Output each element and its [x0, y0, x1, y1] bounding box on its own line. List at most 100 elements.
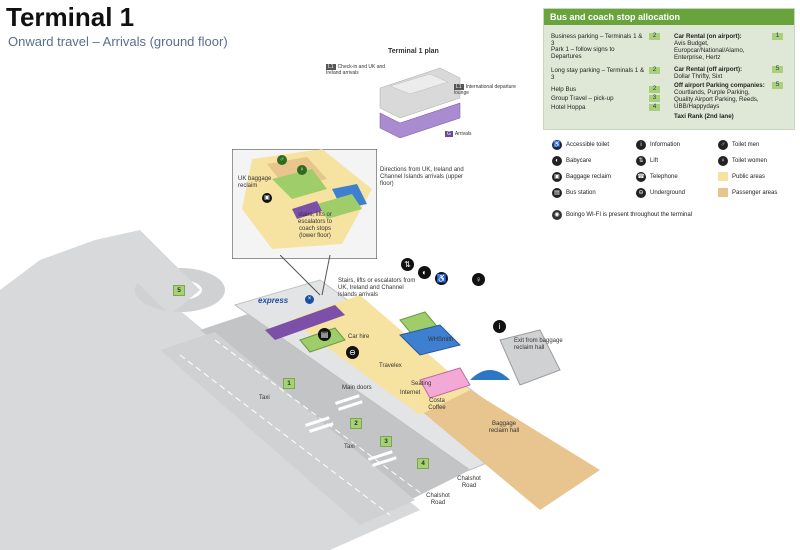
allocation-stop-number: 4	[649, 104, 660, 111]
terminal-map	[0, 230, 600, 550]
allocation-right-entry: Car Rental (on airport):Avis Budget, Eur…	[674, 33, 769, 61]
accessible-toilet-pin-icon: ♿	[435, 272, 448, 285]
chalshot-road-label-2: Chalshot Road	[426, 493, 450, 506]
allocation-stop-number: 5	[772, 82, 783, 89]
upper-floor-inset	[232, 149, 377, 259]
allocation-left-label: Park 1 – follow signs to Departures	[551, 46, 615, 60]
allocation-right-heading: Car Rental (on airport):	[674, 33, 742, 40]
allocation-stop-number: 1	[772, 33, 783, 40]
international-text: International departure lounge	[454, 84, 516, 96]
taxi-label-2: Taxi	[344, 444, 355, 450]
stairs-main-label: Stairs, lifts or escalators from UK, Ire…	[338, 278, 416, 298]
level-badge: L1	[326, 64, 336, 70]
babycare-icon: ◐	[552, 156, 562, 166]
bus-stop-1: 1	[283, 378, 295, 389]
inset-pointer	[280, 255, 331, 296]
legend-label: Toilet women	[732, 158, 768, 164]
passenger-areas-swatch	[718, 188, 728, 197]
whsmith-label: WHSmith	[428, 337, 454, 343]
seating-label: Seating	[411, 381, 432, 387]
legend-label: Babycare	[566, 158, 592, 164]
terminal-plan-diagram	[379, 67, 461, 138]
legend-label: Telephone	[650, 174, 678, 180]
allocation-right-body: Courtlands, Purple Parking, Quality Airp…	[674, 89, 759, 110]
level-badge: G	[445, 131, 453, 137]
lift-pin-icon: ⇅	[401, 258, 414, 271]
legend-label: Toilet men	[732, 142, 760, 148]
level-badge: L1	[454, 84, 464, 90]
allocation-right-body: Dollar Thrifty, Sixt	[674, 73, 723, 80]
inset-directions-label: Directions from UK, Ireland and Channel …	[380, 167, 464, 187]
telephone-icon: ☎	[636, 172, 646, 182]
wifi-icon: ◉	[552, 210, 562, 220]
page-subtitle: Onward travel – Arrivals (ground floor)	[8, 34, 228, 49]
internet-label: Internet	[400, 390, 421, 396]
babycare-pin-icon: ◐	[418, 266, 431, 279]
allocation-left-label: Help Bus	[551, 86, 577, 93]
legend-label: Underground	[650, 190, 686, 196]
allocation-left-label: Long stay parking – Terminals 1 & 3	[551, 67, 645, 81]
allocation-right-heading: Car Rental (off airport):	[674, 66, 743, 73]
underground-icon: ⊖	[636, 188, 646, 198]
public-areas-swatch	[718, 172, 728, 181]
heathrow-express-label: express	[258, 296, 289, 305]
chalshot-road-label-1: Chalshot Road	[457, 476, 481, 489]
allocation-right-heading: Off airport Parking companies:	[674, 82, 765, 89]
bus-stop-4: 4	[417, 458, 429, 469]
accessible-toilet-icon: ♿	[552, 140, 562, 150]
taxi-label-1: Taxi	[259, 395, 270, 401]
allocation-stop-number: 2	[649, 86, 660, 93]
arrivals-text: Arrivals	[454, 131, 472, 137]
allocation-stop-number: 2	[649, 33, 660, 40]
bus-stop-5: 5	[173, 285, 185, 296]
costa-label: Costa Coffee	[428, 398, 446, 411]
legend-label: Bus station	[566, 190, 596, 196]
allocation-right-entry: Car Rental (off airport):Dollar Thrifty,…	[674, 66, 769, 80]
baggage-reclaim-icon: ▣	[552, 172, 562, 182]
allocation-right-entry: Off airport Parking companies:Courtlands…	[674, 82, 769, 110]
checkin-text: Check-in and UK and Ireland arrivals	[326, 64, 386, 76]
toilet-women-icon: ♀	[718, 156, 728, 166]
legend-label: Lift	[650, 158, 659, 164]
legend-label: Public areas	[732, 174, 766, 180]
legend-label: Baggage reclaim	[566, 174, 612, 180]
bus-station-icon: ▤	[552, 188, 562, 198]
information-icon: i	[636, 140, 646, 150]
plan-title: Terminal 1 plan	[388, 48, 439, 55]
allocation-right-body: Avis Budget, Europcar/National/Alamo, En…	[674, 40, 745, 61]
allocation-title: Bus and coach stop allocation	[544, 9, 794, 25]
underground-pin-icon: ⊖	[346, 346, 359, 359]
bus-station-pin-icon: ▤	[318, 328, 331, 341]
page-title: Terminal 1	[6, 2, 135, 32]
allocation-stop-number: 2	[649, 67, 660, 74]
bus-coach-allocation-panel: Bus and coach stop allocation Business p…	[543, 8, 795, 130]
toilet-men-icon: ♂	[718, 140, 728, 150]
bus-stop-2: 2	[350, 418, 362, 429]
bus-stop-3: 3	[380, 436, 392, 447]
allocation-left-label: Hotel Hoppa	[551, 104, 586, 111]
wifi-note: Boingo WI-FI is present throughout the t…	[566, 212, 693, 218]
main-doors-label: Main doors	[342, 385, 372, 391]
baggage-hall-label: Baggage reclaim hall	[488, 421, 520, 434]
inset-baggage-pin-icon: ▣	[262, 193, 272, 203]
legend-label: Passenger areas	[732, 190, 778, 196]
uk-baggage-label: UK baggage reclaim	[238, 176, 272, 189]
allocation-stop-number: 3	[649, 95, 660, 102]
allocation-left-label: Business parking – Terminals 1 & 3	[551, 33, 643, 47]
inset-toilet-pin-icon: ♂	[277, 155, 287, 165]
legend-label: Information	[650, 142, 681, 148]
express-icon: ×	[305, 295, 314, 304]
allocation-right-entry: Taxi Rank (2nd lane)	[674, 113, 769, 120]
toilet-women-pin-icon: ♀	[472, 273, 485, 286]
allocation-left-label: Group Travel – pick-up	[551, 95, 614, 102]
inset-stairs-label: stairs, lifts or escalators to coach sto…	[297, 212, 333, 239]
allocation-right-heading: Taxi Rank (2nd lane)	[674, 113, 734, 120]
car-hire-label: Car hire	[348, 334, 370, 340]
information-pin-icon: i	[493, 320, 506, 333]
lift-icon: ⇅	[636, 156, 646, 166]
exit-baggage-label: Exit from baggage reclaim hall	[514, 338, 563, 351]
travelex-label: Travelex	[379, 363, 402, 369]
